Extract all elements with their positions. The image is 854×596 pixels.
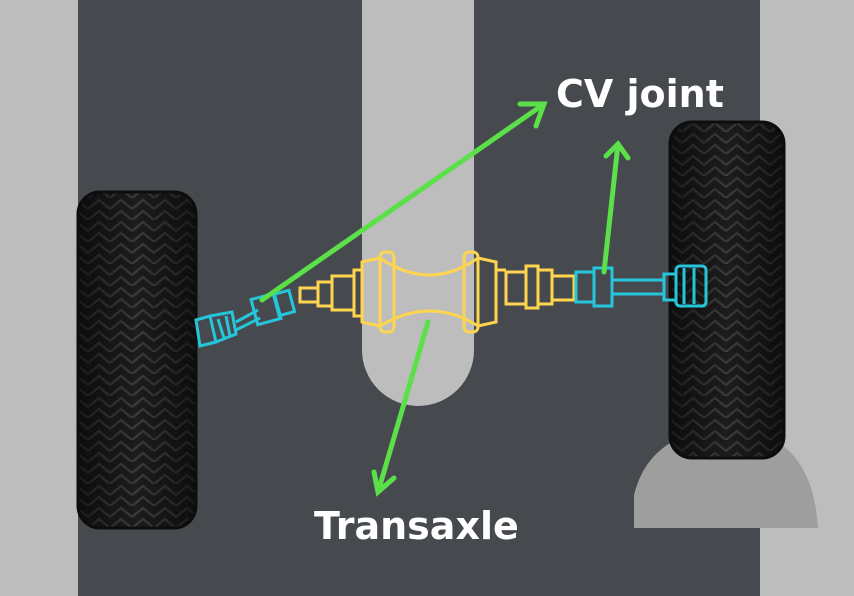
left-tire-icon	[78, 192, 196, 528]
transaxle-label: Transaxle	[314, 504, 519, 548]
center-strip	[362, 0, 474, 406]
right-tire-icon	[670, 122, 784, 458]
cv-joint-label: CV joint	[556, 72, 724, 116]
